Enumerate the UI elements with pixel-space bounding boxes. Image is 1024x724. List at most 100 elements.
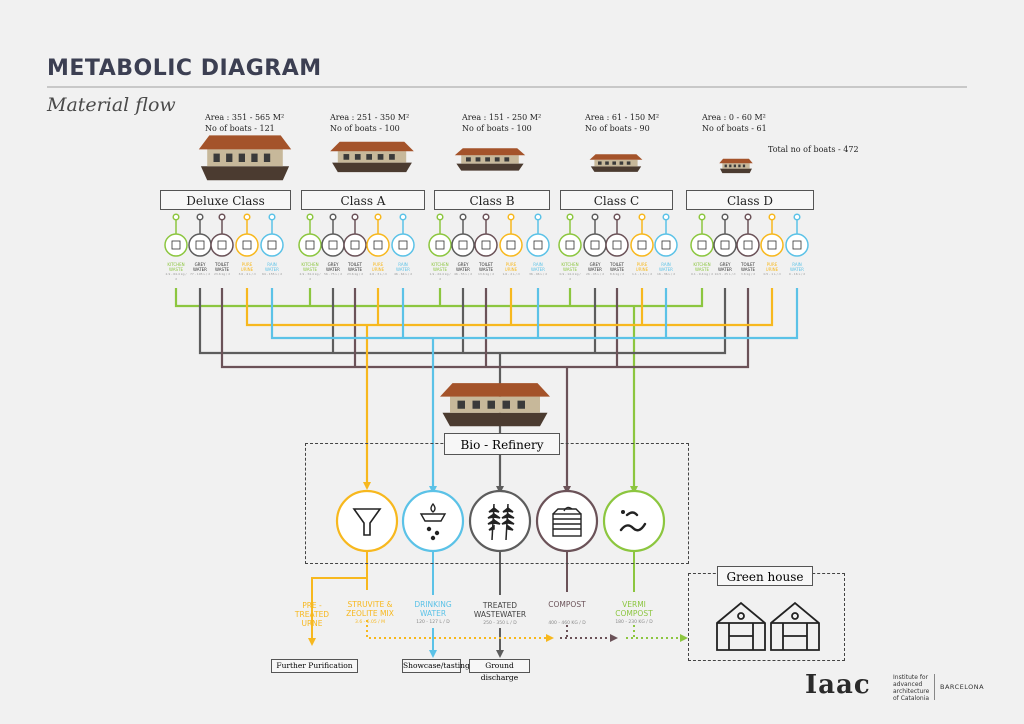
boat-class-c [589, 154, 643, 172]
pure-urine-icon [499, 233, 523, 257]
grey-water-icon [451, 233, 475, 257]
waste-icons [164, 213, 809, 257]
biorefinery-label: Bio - Refinery [444, 433, 560, 455]
toilet-waste-icon-glyph [350, 240, 360, 250]
rain-water-icon [785, 233, 809, 257]
boat-deluxe [198, 135, 292, 181]
rain-water-icon-glyph [792, 240, 802, 250]
kitchen-waste-icon-glyph [697, 240, 707, 250]
grey-water-icon [321, 233, 345, 257]
pure-urine-icon-glyph [242, 240, 252, 250]
endpoint-further-purification: Further Purification [271, 659, 358, 673]
kitchen-waste-icon [164, 233, 188, 257]
rain-water-icon-glyph [267, 240, 277, 250]
grey-water-icon [713, 233, 737, 257]
kitchen-waste-icon-glyph [435, 240, 445, 250]
toilet-waste-icon [474, 233, 498, 257]
boat-class-a [330, 141, 414, 173]
output-pretreated-urine: PRE - TREATED URNE [294, 601, 330, 628]
greenhouse-icon [716, 601, 820, 651]
city-label: BARCELONA [940, 683, 985, 691]
kitchen-waste-icon [428, 233, 452, 257]
page-title: METABOLIC DIAGRAM [47, 56, 322, 81]
pure-urine-icon-glyph [637, 240, 647, 250]
worm-icon [619, 510, 647, 532]
pure-urine-icon [366, 233, 390, 257]
pure-urine-icon-glyph [506, 240, 516, 250]
toilet-waste-icon [605, 233, 629, 257]
reeds-icon [487, 503, 515, 541]
compost-bin-icon [552, 506, 582, 537]
class-box-b: Class B [434, 190, 550, 210]
kitchen-waste-icon [690, 233, 714, 257]
toilet-waste-icon [210, 233, 234, 257]
title-divider [47, 86, 967, 88]
grey-water-icon-glyph [720, 240, 730, 250]
kitchen-waste-icon-glyph [171, 240, 181, 250]
grey-water-icon-glyph [590, 240, 600, 250]
grey-water-icon-glyph [328, 240, 338, 250]
funnel-icon [352, 508, 382, 536]
toilet-waste-icon-glyph [481, 240, 491, 250]
toilet-waste-icon-glyph [743, 240, 753, 250]
rain-water-icon-glyph [661, 240, 671, 250]
iaac-logo: Iaac [805, 670, 871, 700]
kitchen-waste-icon [298, 233, 322, 257]
toilet-waste-icon-glyph [217, 240, 227, 250]
toilet-waste-icon-glyph [612, 240, 622, 250]
page-subtitle: Material flow [47, 94, 176, 116]
rain-water-icon [654, 233, 678, 257]
pure-urine-icon [760, 233, 784, 257]
class-box-a: Class A [301, 190, 425, 210]
kitchen-waste-icon-glyph [565, 240, 575, 250]
biorefinery-boat [440, 383, 550, 427]
class-box-d: Class D [686, 190, 814, 210]
rain-water-icon [260, 233, 284, 257]
boat-class-d [719, 158, 753, 174]
class-box-c: Class C [560, 190, 673, 210]
kitchen-waste-icon-glyph [305, 240, 315, 250]
rain-water-icon-glyph [533, 240, 543, 250]
total-boats: Total no of boats - 472 [768, 145, 859, 154]
boat-class-b [454, 148, 526, 171]
toilet-waste-icon [343, 233, 367, 257]
pure-urine-icon [235, 233, 259, 257]
kitchen-waste-icon [558, 233, 582, 257]
pure-urine-icon [630, 233, 654, 257]
rain-water-icon-glyph [398, 240, 408, 250]
logo-separator [934, 674, 935, 700]
grey-water-icon-glyph [458, 240, 468, 250]
